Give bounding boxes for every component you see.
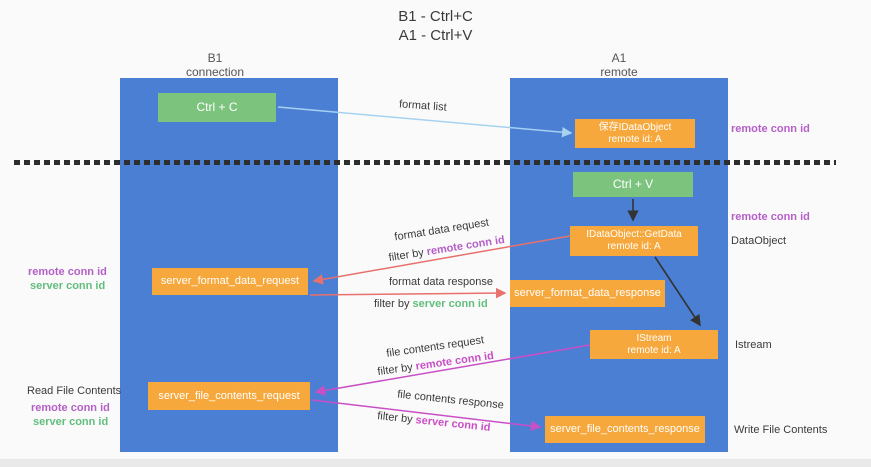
edge-label-format-data-response-filter: filter by server conn id [374,298,488,310]
server-conn-id-text: server conn id [414,414,492,434]
annotation-left-remote-conn-id-1: remote conn id [28,266,107,278]
lane-a1-subtitle: remote [600,65,638,79]
filter-by-text: filter by [387,246,428,265]
node-server-file-contents-request: server_file_contents_request [148,382,310,410]
node-server-format-data-response: server_format_data_response [510,280,665,307]
phase-separator-line [14,160,836,165]
node-idataobject-getdata-line2: remote id: A [607,241,661,252]
node-idataobject-getdata-line1: IDataObject::GetData [586,229,682,240]
edge-label-file-contents-response: file contents response [396,388,505,412]
node-ctrl-v: Ctrl + V [573,172,693,197]
bottom-edge-strip [0,459,871,467]
filter-by-text: filter by [376,360,417,379]
node-save-idataobject-line2: remote id: A [608,133,662,145]
lane-header-a1: A1 remote [559,51,679,79]
node-server-format-data-request-label: server_format_data_request [160,275,300,287]
annotation-left-server-conn-id-1: server conn id [30,280,106,292]
edge-label-format-data-response: format data response [389,276,493,288]
node-save-idataobject: 保存IDataObject remote id: A [575,119,695,148]
lane-b1-title: B1 [207,51,223,65]
annotation-remote-conn-id-top: remote conn id [731,123,810,135]
arrow-format-data-response [309,287,507,299]
diagram-title: B1 - Ctrl+C A1 - Ctrl+V [0,7,871,45]
filter-by-text: filter by [374,298,413,310]
node-istream-line2: remote id: A [627,344,681,356]
lane-b1-subtitle: connection [185,65,245,79]
node-ctrl-c: Ctrl + C [158,93,276,122]
node-istream-line1: IStream [636,332,672,344]
node-server-file-contents-request-label: server_file_contents_request [158,389,300,402]
annotation-dataobject: DataObject [731,235,787,247]
lane-a1-title: A1 [611,51,627,65]
node-ctrl-v-label: Ctrl + V [612,177,654,191]
edge-label-file-contents-response-filter: filter by server conn id [377,410,491,434]
annotation-left-server-conn-id-2: server conn id [33,416,109,428]
annotation-left-remote-conn-id-2: remote conn id [31,402,110,414]
node-server-format-data-request: server_format_data_request [152,268,308,295]
annotation-write-file-contents: Write File Contents [734,424,828,436]
title-line-2: A1 - Ctrl+V [398,27,473,44]
node-server-format-data-response-label: server_format_data_response [514,287,661,299]
edge-label-format-list: format list [398,98,448,114]
node-ctrl-c-label: Ctrl + C [196,100,238,114]
node-idataobject-getdata: IDataObject::GetData remote id: A [570,226,698,256]
title-line-1: B1 - Ctrl+C [398,8,473,25]
lane-header-b1: B1 connection [155,51,275,79]
annotation-istream: Istream [735,339,772,351]
node-save-idataobject-line1: 保存IDataObject [598,121,672,133]
node-server-file-contents-response: server_file_contents_response [545,416,705,443]
annotation-remote-conn-id-mid: remote conn id [731,211,810,223]
remote-conn-id-text: remote conn id [425,233,506,259]
filter-by-text: filter by [376,410,417,427]
node-server-file-contents-response-label: server_file_contents_response [550,423,700,435]
annotation-read-file-contents: Read File Contents [27,385,122,397]
node-istream: IStream remote id: A [590,330,718,359]
server-conn-id-text: server conn id [412,298,488,310]
